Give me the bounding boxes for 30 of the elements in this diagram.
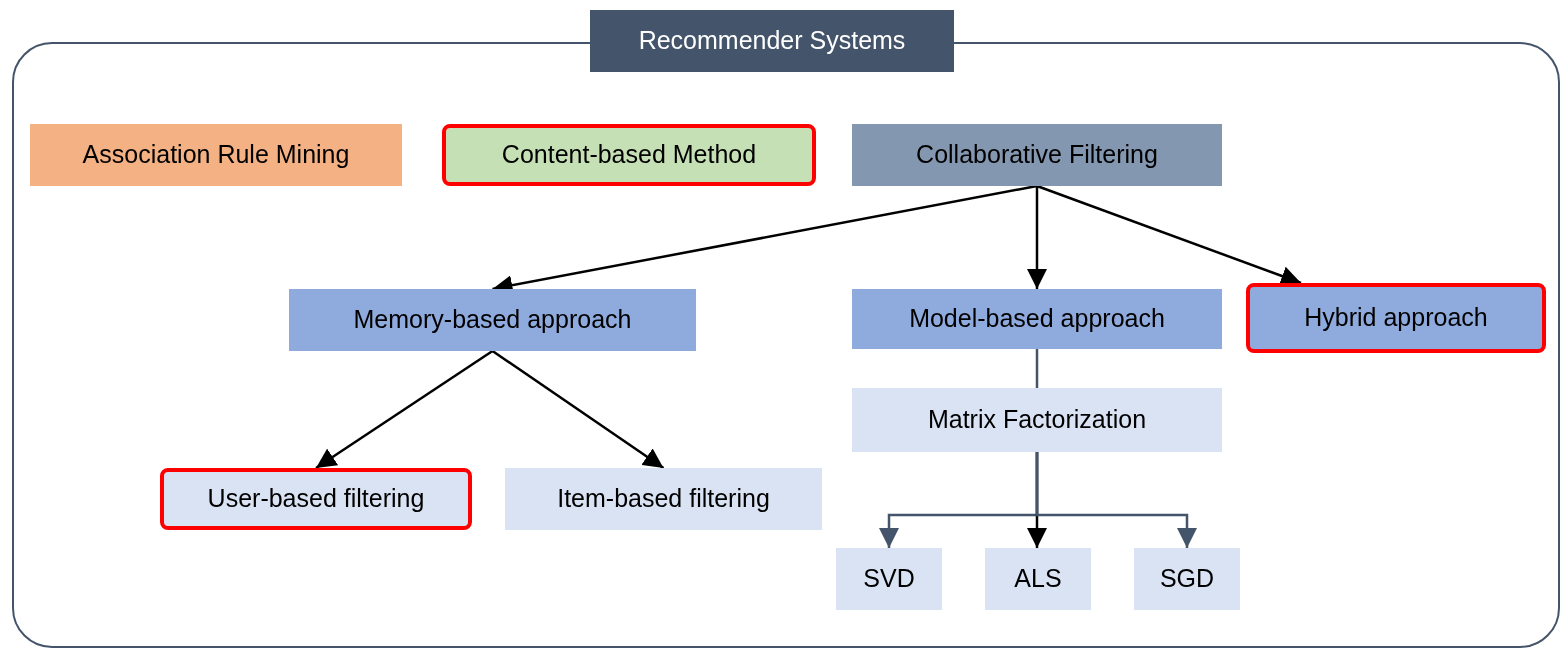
process-box <box>852 289 1222 349</box>
box-label: User-based filtering <box>207 483 425 515</box>
box-label: Matrix Factorization <box>927 404 1147 436</box>
box-label: Association Rule Mining <box>82 139 350 171</box>
box-label: Memory-based approach <box>353 304 632 336</box>
box-label: SGD <box>1159 563 1215 595</box>
process-box <box>852 388 1222 452</box>
process-box <box>1134 548 1240 610</box>
arrow <box>1036 184 1302 286</box>
box-label: Item-based filtering <box>557 483 770 515</box>
highlighted-box <box>442 124 816 186</box>
box-label: Hybrid approach <box>1304 302 1488 334</box>
box-label: SVD <box>863 563 915 595</box>
highlighted-box <box>1246 283 1546 353</box>
process-box <box>289 289 696 351</box>
process-box <box>505 468 822 530</box>
box-label: Collaborative Filtering <box>916 139 1158 171</box>
arrow <box>491 349 665 470</box>
process-box <box>852 124 1222 186</box>
arrow <box>315 349 494 470</box>
process-box <box>30 124 402 186</box>
box-label: Content-based Method <box>501 139 757 171</box>
box-label: Model-based approach <box>909 303 1165 335</box>
process-box <box>836 548 942 610</box>
highlighted-box <box>160 468 472 530</box>
box-label: ALS <box>1014 563 1062 595</box>
title-label: Recommender Systems <box>590 10 954 72</box>
process-box <box>985 548 1091 610</box>
arrow <box>1035 452 1197 548</box>
arrow <box>1027 186 1047 289</box>
